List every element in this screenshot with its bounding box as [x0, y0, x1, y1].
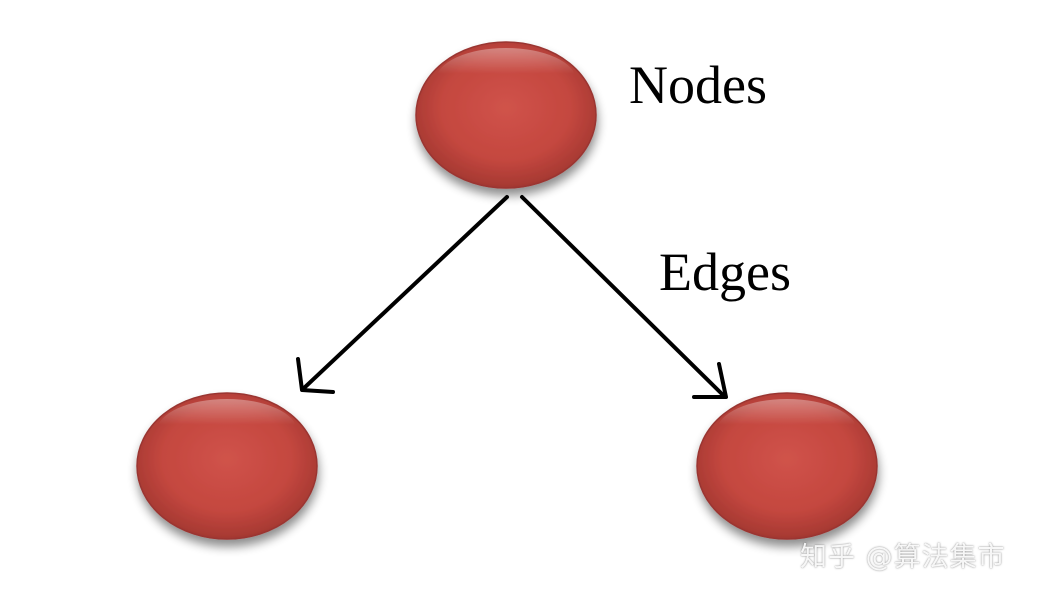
- edge-top-to-left: [296, 195, 509, 394]
- nodes-label: Nodes: [629, 55, 767, 115]
- node-right: [696, 392, 878, 540]
- node-left: [136, 392, 318, 540]
- node-top: [415, 41, 597, 189]
- arrowhead-left-icon: [296, 357, 335, 394]
- arrowhead-right-icon: [692, 362, 728, 399]
- watermark: 知乎 @算法集市: [800, 542, 1006, 573]
- edges-label: Edges: [659, 242, 791, 302]
- edge-top-to-right: [520, 195, 728, 399]
